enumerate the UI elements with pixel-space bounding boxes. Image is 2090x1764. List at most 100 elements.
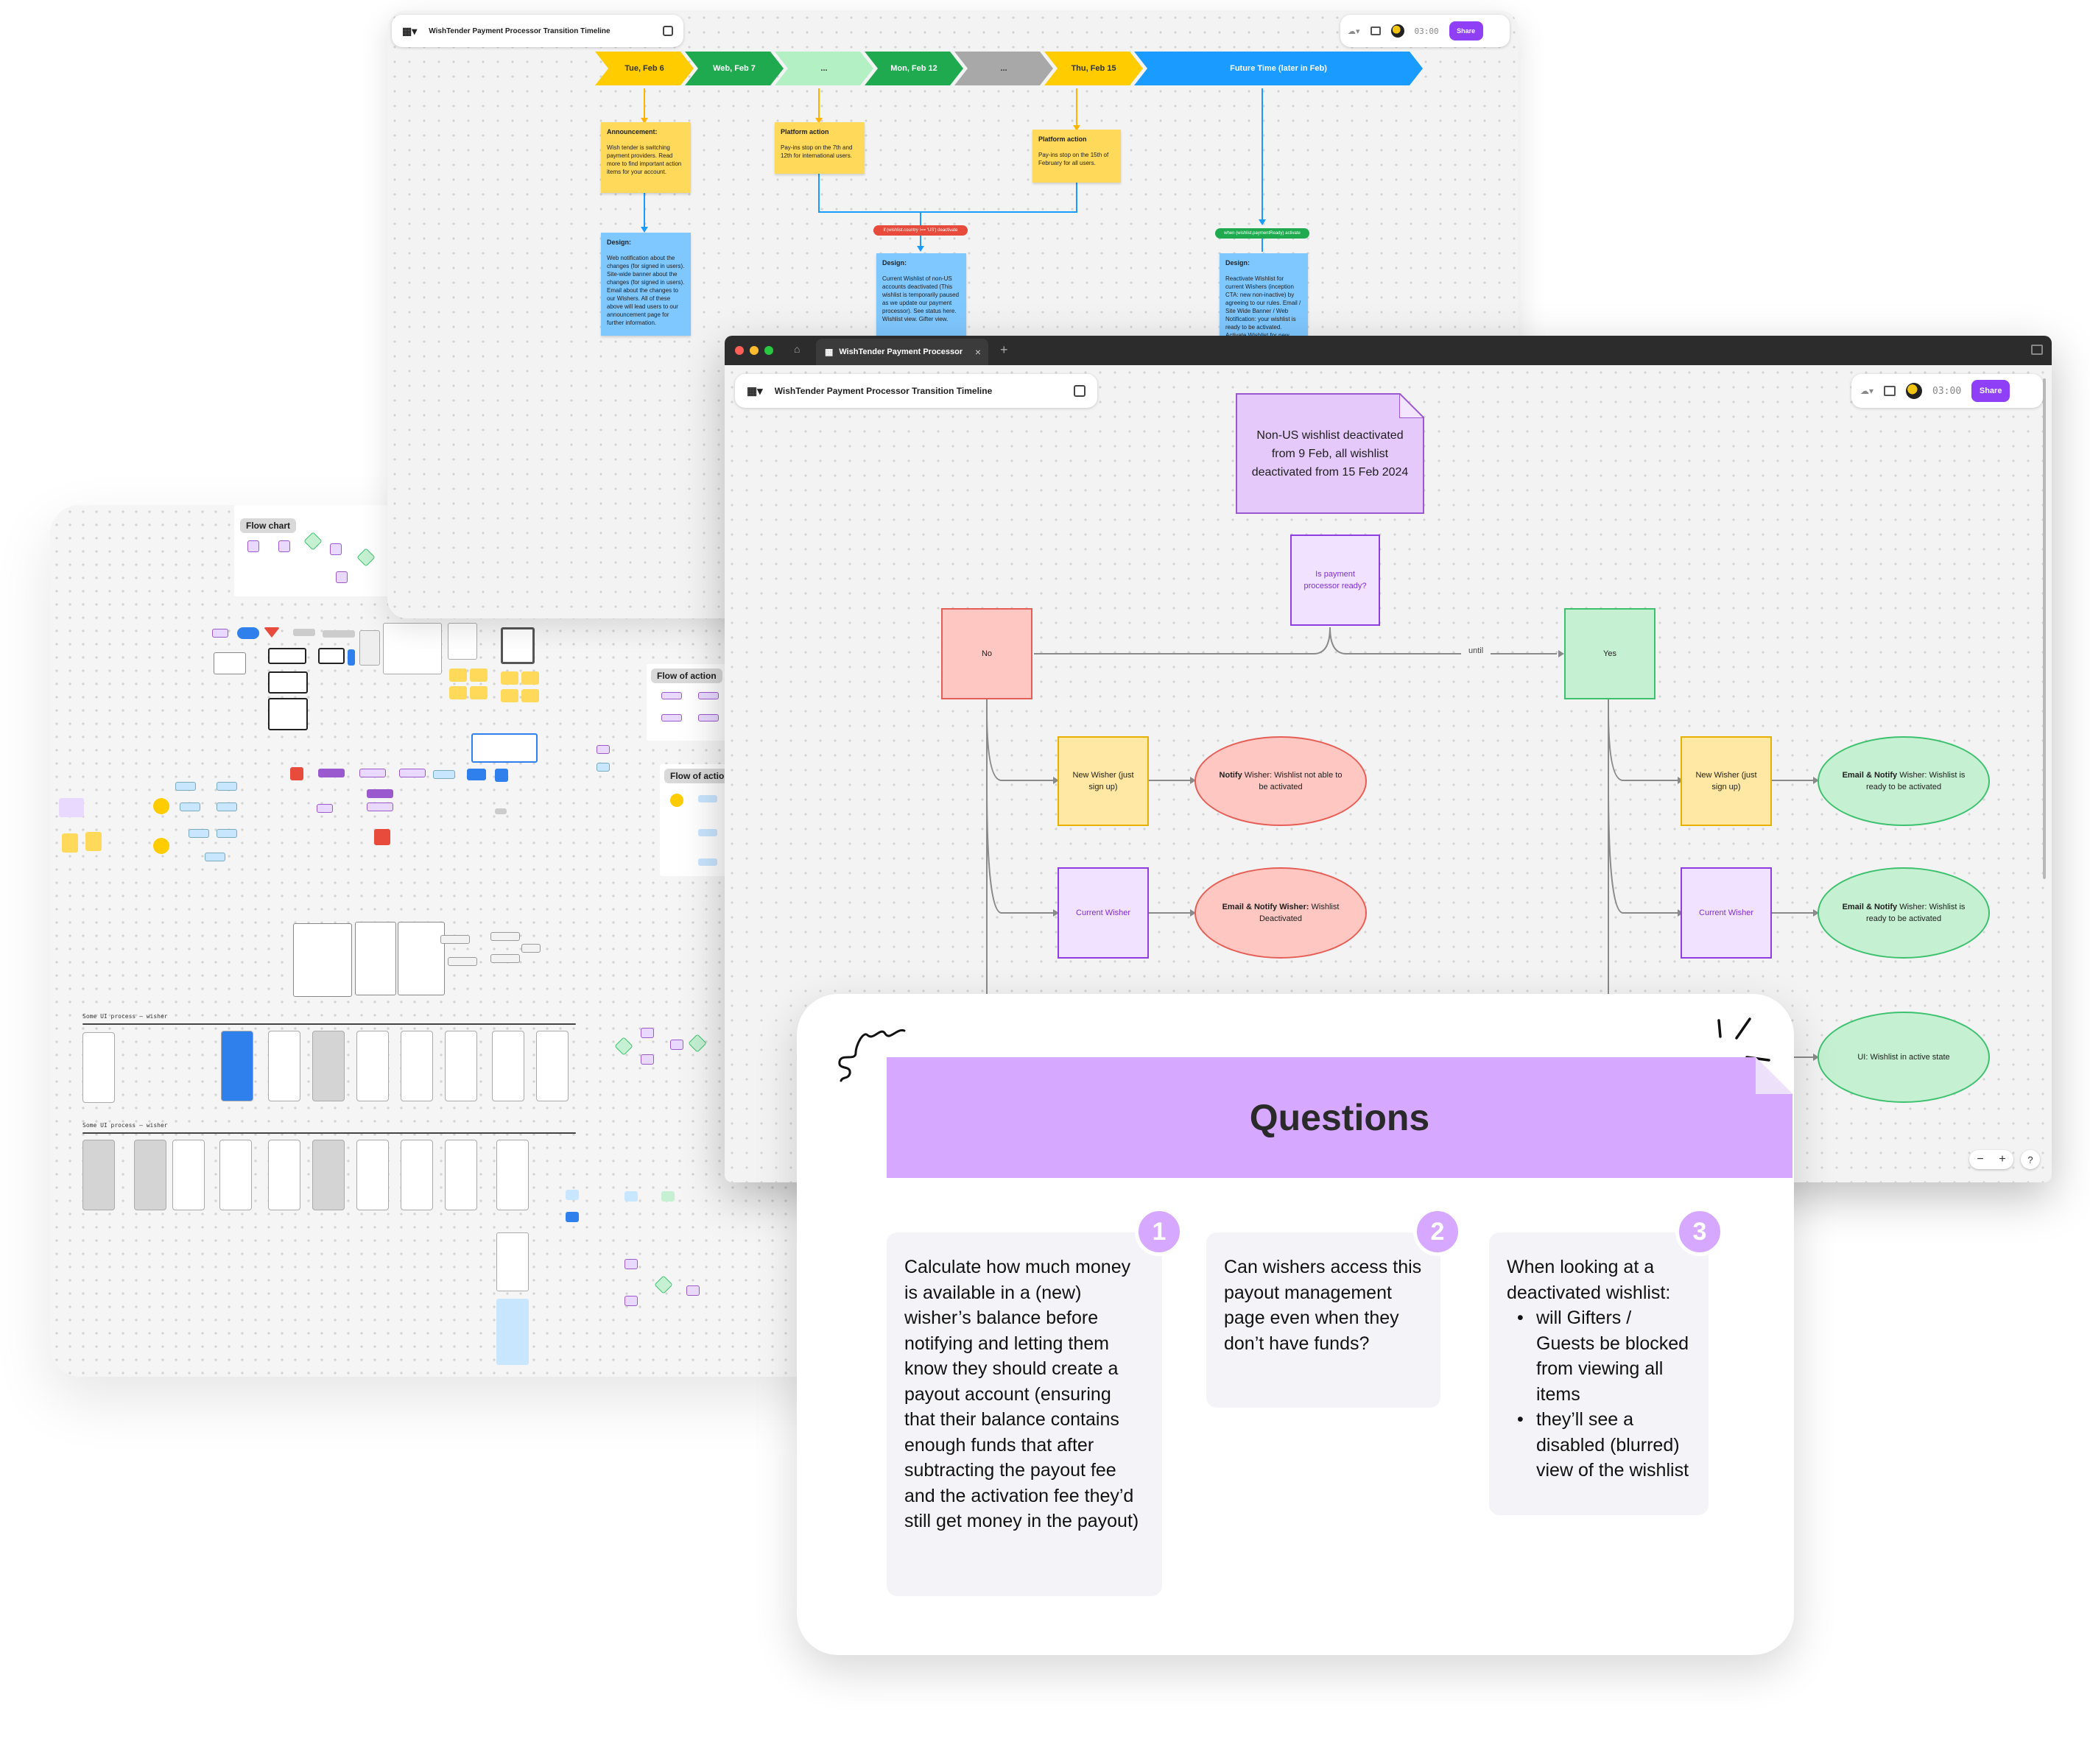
- phone-screen: [492, 1031, 524, 1101]
- phone-screen: [496, 1299, 529, 1365]
- ui-thumbnail: [348, 649, 355, 666]
- flow-node: [433, 770, 455, 779]
- sticky-announcement: Announcement:Wish tender is switching pa…: [601, 122, 691, 193]
- flow-node: [318, 769, 345, 777]
- flow-node: [624, 1296, 638, 1306]
- flow-node: [597, 745, 610, 754]
- phone-screen: [356, 1140, 389, 1210]
- email-notify-ready-1: Email & Notify Wisher: Wishlist is ready…: [1818, 736, 1990, 826]
- flow-node: [661, 1191, 675, 1202]
- divider: [82, 1023, 576, 1025]
- tab-title: WishTender Payment Processor: [839, 347, 963, 356]
- flow-node: [278, 540, 290, 552]
- home-icon[interactable]: ⌂: [794, 343, 801, 355]
- flow-node: [212, 629, 228, 638]
- file-title: WishTender Payment Processor Transition …: [429, 27, 611, 35]
- email-notify-bold: Email & Notify: [1842, 903, 1898, 911]
- figma-menu-icon[interactable]: ▦▾: [402, 24, 418, 37]
- figma-menu-icon[interactable]: ▦▾: [747, 385, 763, 398]
- flow-chart-label: Flow chart: [240, 518, 297, 533]
- figma-tab-icon: ▦: [825, 347, 834, 357]
- flow-node: [467, 769, 486, 780]
- phone-screen: [268, 1140, 300, 1210]
- decision-payment-processor-ready: Is payment processor ready?: [1290, 535, 1380, 626]
- timeline-date-6: Thu, Feb 15: [1044, 52, 1143, 85]
- timeline-date-1: Tue, Feb 6: [595, 52, 694, 85]
- sketch-thumbnail: [355, 922, 396, 995]
- flow-node: [661, 692, 682, 699]
- flow-node: [624, 1259, 638, 1269]
- flow-node: [686, 1285, 700, 1296]
- flow-node: [440, 935, 470, 944]
- ui-thumbnail: [471, 733, 538, 763]
- notify-rest: Wisher: Wishlist not able to be activate…: [1242, 771, 1343, 791]
- timeline-date-2: Web, Feb 7: [685, 52, 784, 85]
- flow-node: [180, 802, 200, 811]
- share-button[interactable]: Share: [1971, 380, 2010, 402]
- flow-node: [698, 858, 717, 866]
- ui-process-caption: Some UI process — wisher: [82, 1013, 168, 1020]
- phone-screen: [401, 1140, 433, 1210]
- flow-end: [264, 627, 280, 638]
- flow-node: [698, 829, 717, 836]
- flow-node: [495, 769, 508, 782]
- sticky-design-1: Design:Web notification about the change…: [601, 233, 691, 336]
- sketch-thumbnail: [293, 923, 352, 997]
- browser-tab[interactable]: ▦ WishTender Payment Processor ×: [816, 339, 988, 365]
- phone-screen: [496, 1140, 529, 1210]
- flow-node: [330, 543, 342, 555]
- sticky-note: [501, 671, 518, 685]
- phone-screen: [172, 1140, 205, 1210]
- flow-node: [317, 804, 333, 813]
- email-notify-bold: Email & Notify Wisher:: [1222, 903, 1309, 911]
- timer[interactable]: 03:00: [1932, 385, 1962, 397]
- ui-wishlist-active-node: UI: Wishlist in active state: [1818, 1012, 1990, 1103]
- close-window-icon[interactable]: [735, 346, 744, 355]
- tool-menu-icon[interactable]: ☁▾: [1860, 386, 1874, 396]
- flow-node: [59, 798, 84, 817]
- flow-start: [153, 798, 169, 814]
- zoom-controls: − +: [1969, 1150, 2013, 1169]
- new-wisher-node-right: New Wisher (just sign up): [1681, 736, 1772, 826]
- copy-icon[interactable]: [663, 26, 673, 36]
- layout-icon[interactable]: [1884, 386, 1896, 396]
- sidebar-toggle-icon[interactable]: [2031, 345, 2043, 355]
- maximize-window-icon[interactable]: [764, 346, 773, 355]
- zoom-in-button[interactable]: +: [1999, 1153, 2006, 1165]
- flow-node: [293, 629, 315, 636]
- flow-decision: [614, 1037, 633, 1056]
- ui-thumbnail: [359, 630, 380, 666]
- flow-node: [490, 932, 520, 941]
- sketch-thumbnail: [398, 922, 445, 995]
- new-tab-icon[interactable]: +: [1000, 342, 1008, 357]
- copy-icon[interactable]: [1074, 385, 1086, 397]
- flow-decision: [654, 1275, 673, 1294]
- phone-screen: [445, 1031, 477, 1101]
- minimize-window-icon[interactable]: [750, 346, 759, 355]
- timer[interactable]: 03:00: [1414, 26, 1439, 36]
- collab-toolbar: ☁▾ 03:00 Share: [1851, 374, 2043, 408]
- flow-decision: [688, 1034, 707, 1053]
- flow-node: [336, 571, 348, 583]
- scribble-doodle-icon: [838, 1029, 906, 1082]
- flow-of-action-label: Flow of action: [664, 769, 736, 783]
- avatar[interactable]: [1390, 24, 1404, 38]
- avatar[interactable]: [1906, 383, 1923, 399]
- question-3-intro: When looking at a deactivated wishlist:: [1507, 1257, 1671, 1303]
- help-button[interactable]: ?: [2021, 1150, 2040, 1169]
- share-button[interactable]: Share: [1449, 21, 1483, 40]
- phone-screen: [312, 1140, 345, 1210]
- question-3-list: will Gifters / Guests be blocked from vi…: [1507, 1305, 1691, 1483]
- layout-icon[interactable]: [1370, 27, 1381, 35]
- no-node: No: [941, 608, 1032, 699]
- tab-close-icon[interactable]: ×: [974, 346, 981, 358]
- flow-node: [521, 944, 541, 953]
- tool-menu-icon[interactable]: ☁▾: [1348, 27, 1360, 36]
- flow-node: [323, 630, 355, 638]
- flow-node: [495, 808, 507, 814]
- sticky-note-deactivation: Non-US wishlist deactivated from 9 Feb, …: [1236, 393, 1424, 514]
- zoom-out-button[interactable]: −: [1977, 1153, 1984, 1165]
- ui-thumbnail: [214, 652, 246, 674]
- condition-pill-activate: when (wishlist.paymentReady) activate: [1215, 228, 1309, 239]
